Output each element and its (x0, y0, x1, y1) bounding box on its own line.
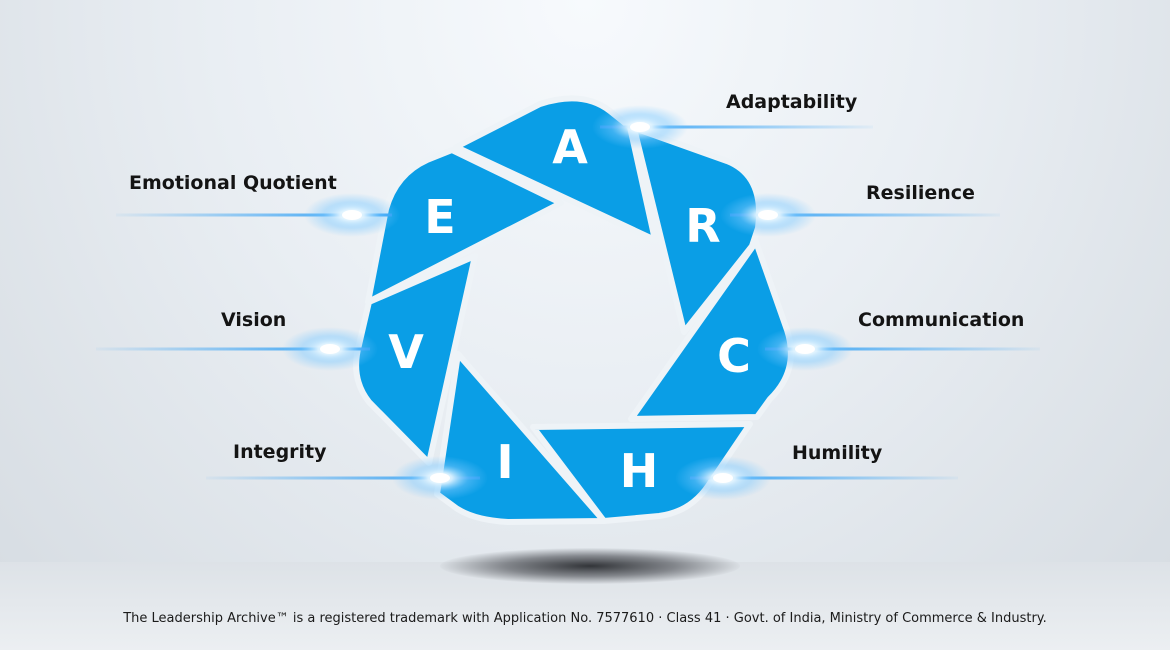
segment-letter-v: V (388, 325, 424, 379)
glow-core-h (713, 473, 733, 483)
segment-blade-v (353, 253, 478, 466)
glow-core-i (430, 473, 450, 483)
glow-core-a (630, 122, 650, 132)
connector-line-h (690, 476, 958, 480)
connector-line-e (116, 213, 392, 217)
label-humility: Humility (792, 442, 883, 464)
connector-line-c (765, 347, 1040, 351)
label-integrity: Integrity (233, 441, 327, 463)
glow-core-r (758, 210, 778, 220)
trademark-footer: The Leadership Archive™ is a registered … (123, 611, 1047, 626)
segment-letter-h: H (620, 444, 659, 498)
floor-shadow (440, 548, 740, 584)
connector-line-r (730, 213, 1000, 217)
label-emotional-quotient: Emotional Quotient (129, 172, 337, 194)
segment-letter-e: E (424, 190, 455, 244)
label-communication: Communication (858, 309, 1025, 331)
connector-line-a (600, 125, 873, 129)
label-resilience: Resilience (866, 182, 975, 204)
segment-letter-r: R (685, 199, 720, 253)
label-adaptability: Adaptability (726, 91, 858, 113)
segment-letter-a: A (552, 120, 588, 174)
glow-core-v (320, 344, 340, 354)
glow-core-c (795, 344, 815, 354)
connector-line-i (206, 476, 480, 480)
segment-letter-c: C (717, 329, 751, 383)
glow-core-e (342, 210, 362, 220)
connector-line-v (96, 347, 370, 351)
label-vision: Vision (221, 309, 287, 331)
segment-letter-i: I (496, 435, 513, 489)
